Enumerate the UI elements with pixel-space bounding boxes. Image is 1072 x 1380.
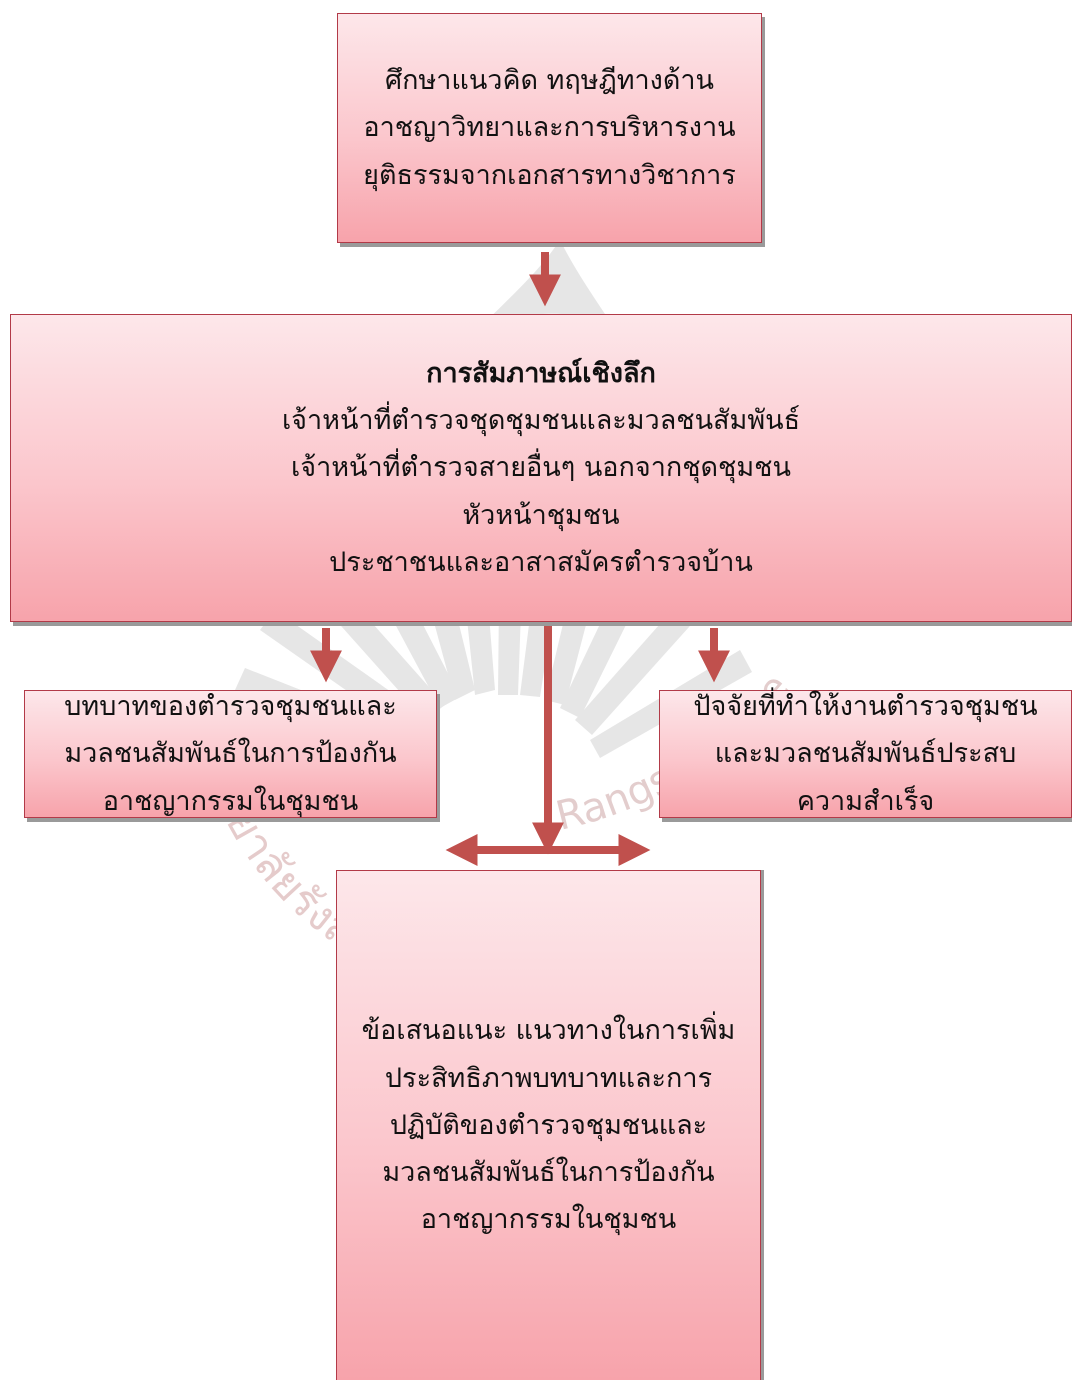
box5-line-2: ประสิทธิภาพบทบาทและการ — [384, 1062, 713, 1094]
box5-line-1: ข้อเสนอแนะ แนวทางในการเพิ่ม — [361, 1015, 736, 1047]
box4-line-1: ปัจจัยที่ทำให้งานตำรวจชุมชน — [693, 691, 1038, 723]
box-literature-review: ศึกษาแนวคิด ทฤษฎีทางด้าน อาชญาวิทยาและกา… — [337, 13, 762, 243]
box5-line-5: อาชญากรรมในชุมชน — [420, 1204, 677, 1236]
box4-line-3: ความสำเร็จ — [796, 785, 935, 817]
box-success-factors — [659, 690, 1072, 818]
box2-heading: การสัมภาษณ์เชิงลึก — [426, 357, 656, 389]
box2-line-3: หัวหน้าชุมชน — [462, 499, 620, 531]
box-in-depth-interview: การสัมภาษณ์เชิงลึก เจ้าหน้าที่ตำรวจชุดชุ… — [10, 314, 1072, 622]
box-police-role — [24, 690, 437, 818]
box5-line-3: ปฏิบัติของตำรวจชุมชนและ — [389, 1109, 708, 1141]
box3-line-2: มวลชนสัมพันธ์ในการป้องกัน — [64, 738, 397, 770]
box1-line-2: อาชญาวิทยาและการบริหารงาน — [363, 112, 736, 144]
box2-line-1: เจ้าหน้าที่ตำรวจชุดชุมชนและมวลชนสัมพันธ์ — [281, 405, 801, 437]
box3-line-1: บทบาทของตำรวจชุมชนและ — [64, 691, 397, 723]
box-recommendations: ข้อเสนอแนะ แนวทางในการเพิ่ม ประสิทธิภาพบ… — [336, 870, 761, 1380]
box1-line-3: ยุติธรรมจากเอกสารทางวิชาการ — [363, 159, 736, 191]
box-success-factors-content: ปัจจัยที่ทำให้งานตำรวจชุมชน และมวลชนสัมพ… — [659, 690, 1072, 818]
box3-line-3: อาชญากรรมในชุมชน — [102, 785, 359, 817]
box4-line-2: และมวลชนสัมพันธ์ประสบ — [714, 738, 1017, 770]
box-police-role-content: บทบาทของตำรวจชุมชนและ มวลชนสัมพันธ์ในการ… — [24, 690, 437, 818]
box2-line-4: ประชาชนและอาสาสมัครตำรวจบ้าน — [329, 546, 753, 578]
box2-line-2: เจ้าหน้าที่ตำรวจสายอื่นๆ นอกจากชุดชุมชน — [291, 452, 791, 484]
box5-line-4: มวลชนสัมพันธ์ในการป้องกัน — [382, 1157, 715, 1189]
box1-line-1: ศึกษาแนวคิด ทฤษฎีทางด้าน — [384, 65, 714, 97]
